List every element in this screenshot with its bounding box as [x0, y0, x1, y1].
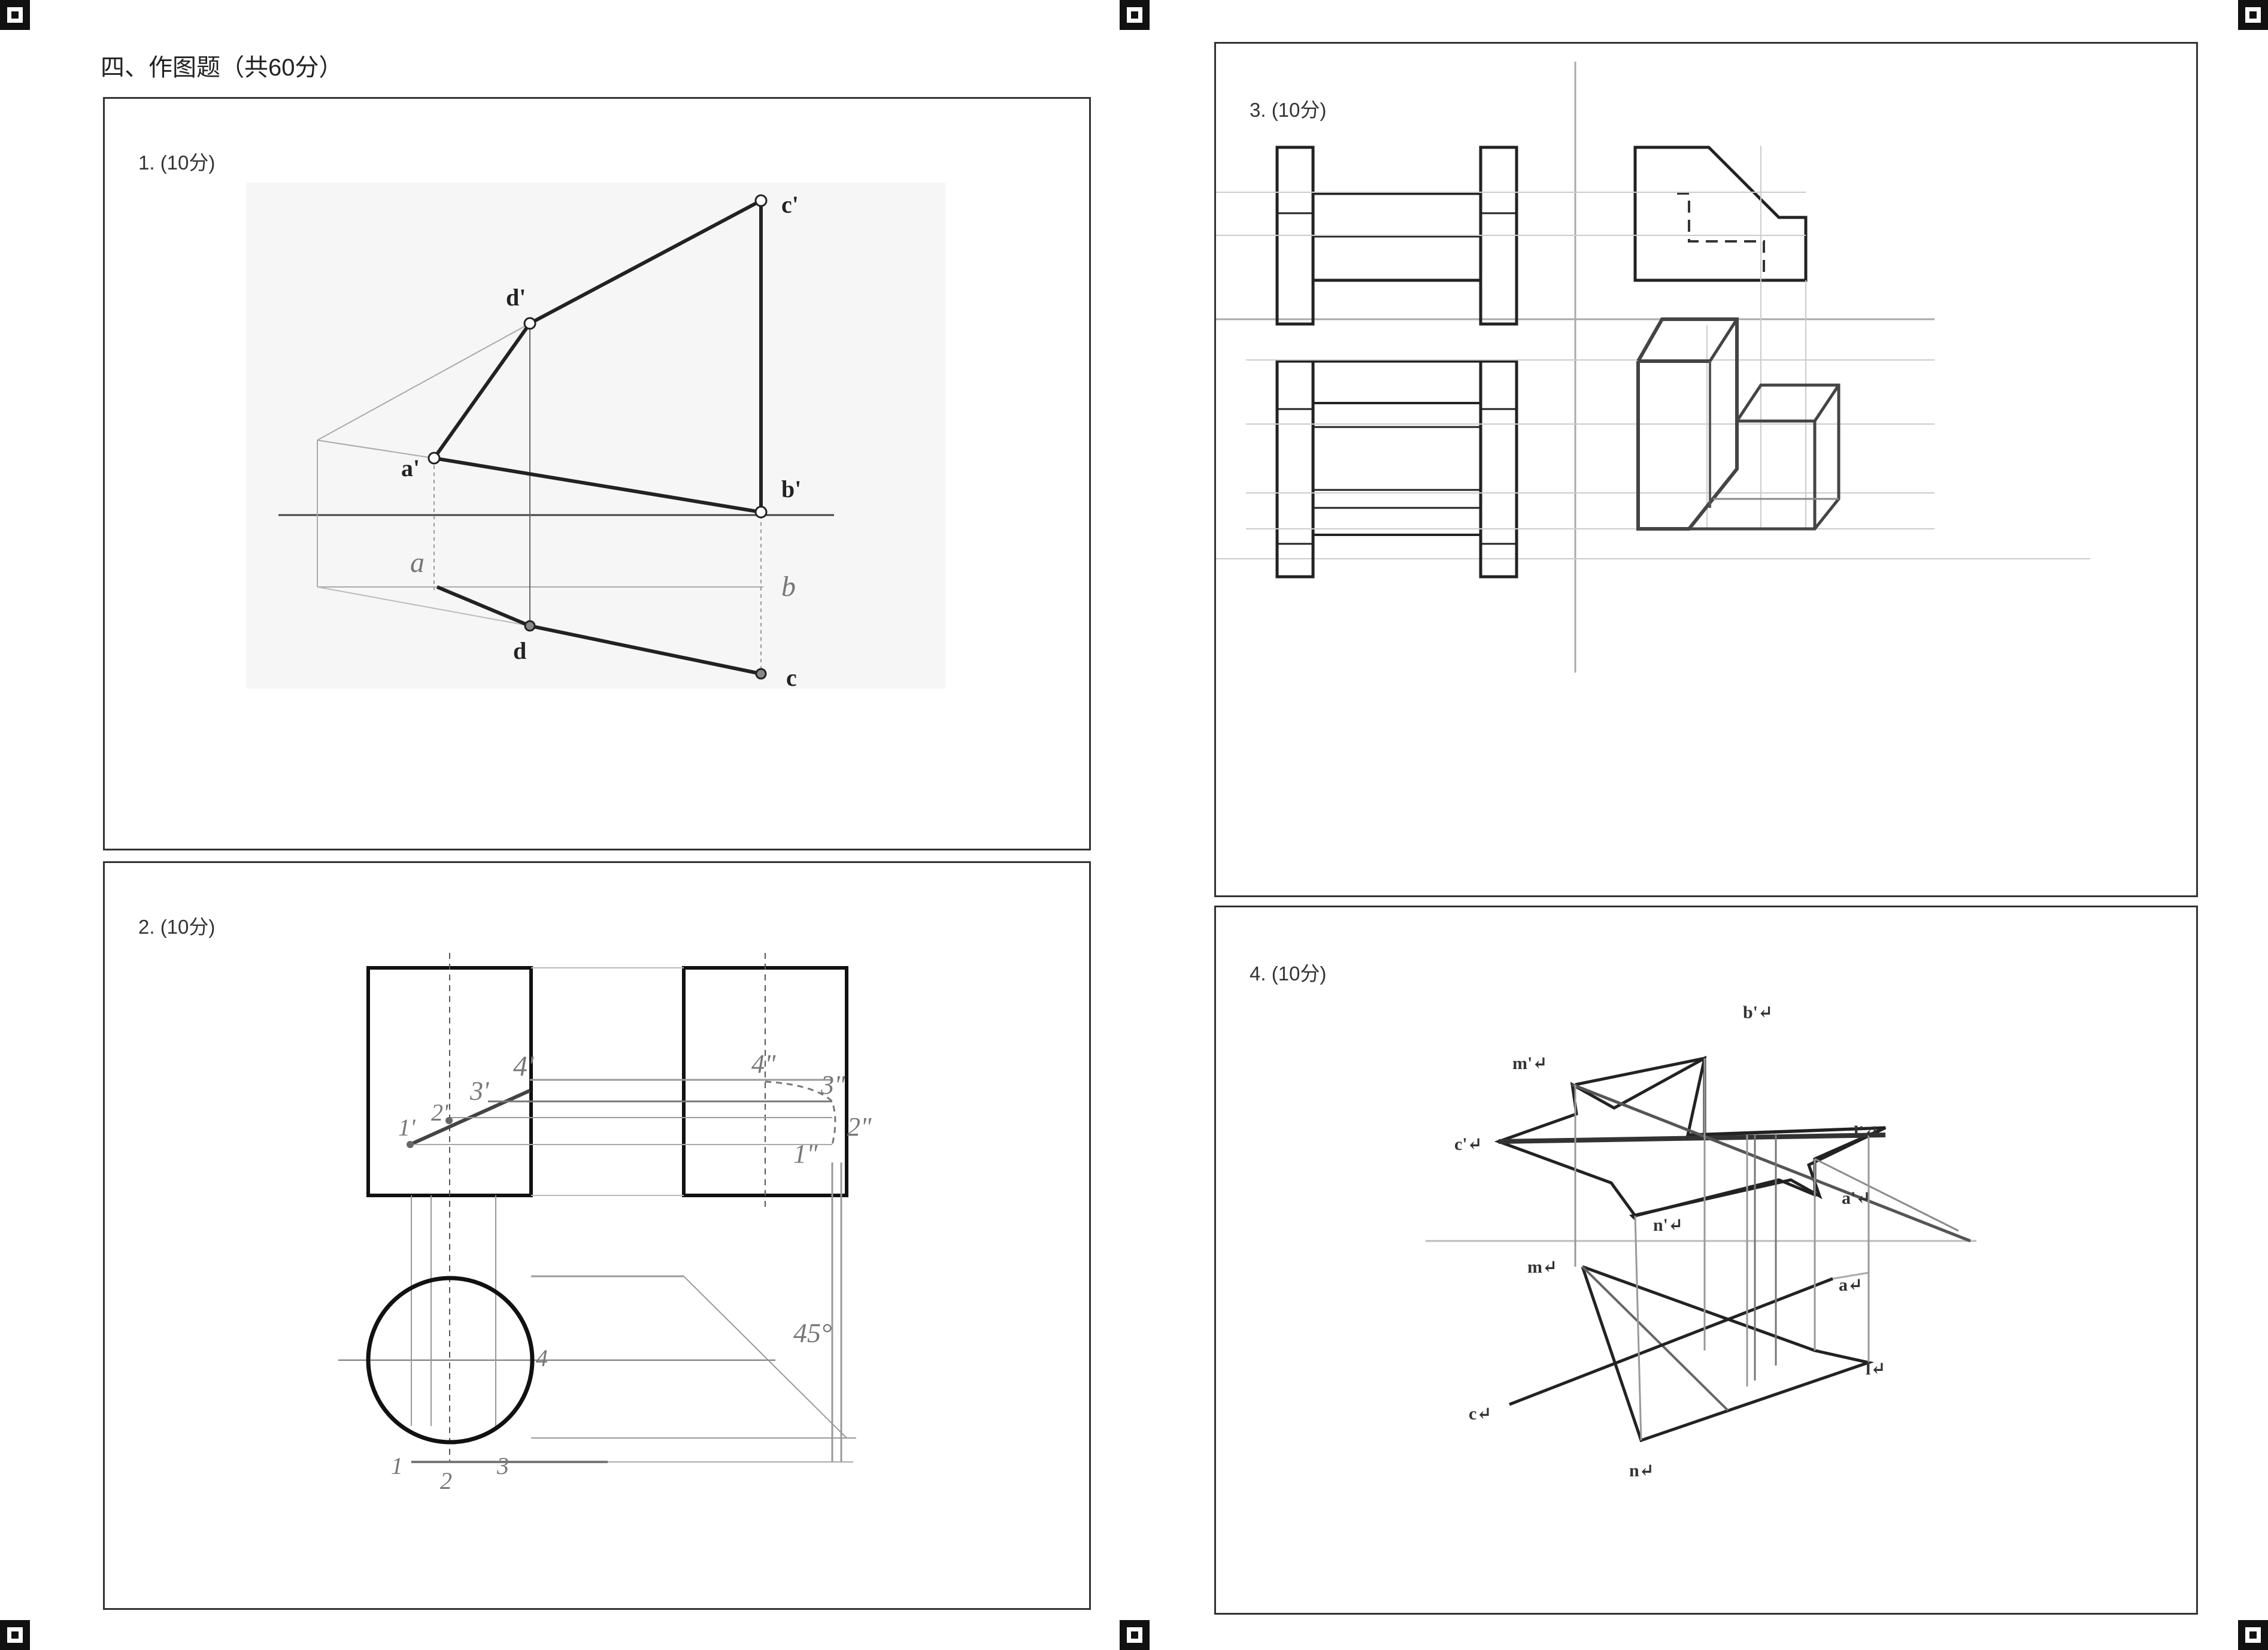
- q4-label-a-prime: a'↵: [1842, 1188, 1870, 1208]
- question-4-label: 4. (10分): [1250, 962, 1327, 985]
- q3-iso-edge: [1813, 384, 1841, 422]
- q1-point-d-prime: [523, 317, 536, 330]
- q4-c-l-line: [1498, 1133, 1886, 1144]
- q2-label-angle: 45°: [793, 1318, 832, 1348]
- q2-point-1-prime: [407, 1141, 414, 1148]
- question-4-figure: b'↵ m'↵ c'↵ l'↵ a'↵ n'↵ m↵ a↵ l↵ c↵ n↵: [1426, 1003, 1976, 1481]
- q2-point-2-prime: [445, 1117, 453, 1124]
- q1-point-c-prime: [754, 194, 768, 207]
- corner-marker-top-left: [0, 0, 30, 30]
- q4-construction-line: [1832, 1271, 1869, 1280]
- q2-label-4-prime: 4': [513, 1050, 534, 1082]
- q4-plan-c-a-line: [1509, 1277, 1833, 1406]
- q1-edge-a-d: [432, 322, 532, 459]
- q3-iso-tall-block: [1636, 317, 1739, 531]
- q2-miter-line: [683, 1276, 847, 1439]
- q1-label-c: c: [786, 664, 797, 691]
- q1-edge-d-c: [529, 199, 762, 325]
- q1-point-c: [755, 668, 767, 680]
- question-2-label: 2. (10分): [138, 916, 216, 938]
- q1-construction-line: [317, 323, 530, 441]
- question-1-figure: a' c' d' b' d c a b: [246, 183, 945, 691]
- q2-curve-side: [765, 1080, 836, 1145]
- q2-label-1: 1: [391, 1452, 403, 1479]
- q1-label-b-prime: b': [781, 476, 801, 502]
- q4-label-l: l↵: [1866, 1359, 1885, 1379]
- q1-label-d: d: [513, 637, 526, 664]
- corner-marker-top-center: [1120, 0, 1150, 30]
- q4-m-a-line: [1572, 1083, 1971, 1243]
- question-3-figure: [1216, 62, 2090, 673]
- q3-iso-edge: [1708, 318, 1739, 362]
- question-1-box: 1. (10分) a' c' d' b' d c a b: [103, 97, 1091, 850]
- q3-side-view: [1633, 146, 1808, 282]
- q2-label-2-double-prime: 2": [847, 1112, 872, 1142]
- corner-marker-bottom-center: [1120, 1620, 1150, 1650]
- q1-label-c-prime: c': [781, 191, 799, 218]
- q2-label-1-prime: 1': [398, 1114, 416, 1141]
- q2-plan-circle: [366, 1276, 535, 1445]
- q1-point-b-prime: [754, 505, 768, 519]
- q1-construction-line: [317, 586, 530, 626]
- q2-label-2-prime: 2': [431, 1099, 449, 1126]
- q2-label-1-double-prime: 1": [793, 1139, 818, 1168]
- question-4-box: 4. (10分) b'↵ m'↵ c'↵ l'↵ a'↵ n'↵ m↵ a↵ l…: [1214, 906, 2198, 1615]
- q2-label-4-double-prime: 4": [751, 1049, 776, 1079]
- q2-label-3-double-prime: 3": [820, 1070, 845, 1100]
- q2-label-3: 3: [496, 1452, 509, 1479]
- q2-label-2: 2: [440, 1467, 452, 1494]
- q4-label-c: c↵: [1469, 1404, 1491, 1424]
- corner-marker-top-right: [2238, 0, 2268, 30]
- q4-spare-plan: [1582, 1267, 1863, 1440]
- q1-scan-background: [246, 183, 945, 689]
- corner-marker-bottom-right: [2238, 1620, 2268, 1650]
- q3-iso-low-block: [1689, 383, 1841, 531]
- q4-label-m: m↵: [1527, 1257, 1557, 1277]
- q2-label-4: 4: [536, 1345, 548, 1372]
- q3-hidden-edge: [1677, 192, 1765, 280]
- q3-top-left-post: [1275, 359, 1315, 579]
- q4-projector: [1634, 1215, 1642, 1441]
- q3-top-right-post: [1479, 359, 1518, 579]
- question-2-figure: 1' 2' 3' 4' 4" 3" 2" 1" 1 2 3 4 45°: [338, 953, 872, 1494]
- q1-label-d-prime: d': [506, 284, 526, 311]
- corner-marker-bottom-left: [0, 1620, 30, 1650]
- q1-point-d: [524, 620, 536, 632]
- q4-plan-line: [1581, 1265, 1729, 1412]
- q4-label-c-prime: c'↵: [1454, 1134, 1482, 1154]
- q1-construction-line: [317, 440, 435, 459]
- q4-construction-line: [1814, 1158, 1959, 1232]
- q4-label-m-prime: m'↵: [1512, 1053, 1547, 1073]
- question-1-label: 1. (10分): [138, 152, 216, 174]
- q4-label-n: n↵: [1629, 1461, 1654, 1481]
- q1-label-a-prime: a': [401, 455, 420, 482]
- q4-label-a: a↵: [1839, 1275, 1863, 1295]
- question-2-box: 2. (10分) 1' 2' 3' 4' 4" 3" 2" 1": [103, 861, 1091, 1610]
- q1-point-a-prime: [427, 452, 441, 465]
- q4-label-l-prime: l'↵: [1854, 1122, 1879, 1142]
- q1-handwritten-b: b: [781, 571, 796, 603]
- q4-label-b-prime: b'↵: [1743, 1003, 1773, 1022]
- q1-handwritten-a: a: [410, 547, 425, 579]
- page-title: 四、作图题（共60分）: [101, 55, 343, 81]
- q2-label-3-prime: 3': [469, 1076, 490, 1106]
- question-3-box: 3. (10分): [1214, 42, 2198, 897]
- q4-label-n-prime: n'↵: [1653, 1215, 1683, 1235]
- question-3-label: 3. (10分): [1250, 99, 1327, 121]
- q4-plan-triangle: [1581, 1265, 1875, 1443]
- q1-edge-a-b: [433, 456, 762, 514]
